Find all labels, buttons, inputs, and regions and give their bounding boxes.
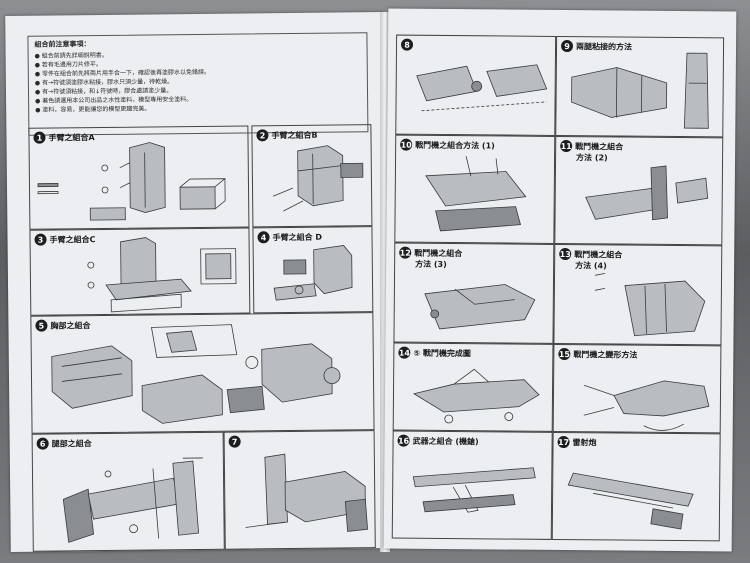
step-6-panel: 6 腿部之組合 — [31, 431, 225, 552]
arm-c-diagram — [87, 237, 237, 313]
step-14-panel: 14 ⑤ 戰鬥機完成圖 — [392, 342, 554, 432]
leg-bonding-diagram — [571, 52, 709, 129]
fighter-1-diagram — [425, 156, 527, 232]
step-5-panel: 5 胸部之組合 — [30, 312, 375, 434]
arm-d-diagram — [273, 245, 353, 301]
arm-b-diagram — [272, 145, 364, 212]
leg-diagram — [62, 457, 203, 543]
step-4-panel: 4 手臂之組合 D — [252, 226, 374, 314]
chest-diagram — [51, 324, 341, 424]
step-3-panel: 3 手臂之組合C — [29, 227, 251, 316]
step-15-panel: 15 戰鬥機之變形方法 — [552, 343, 722, 434]
step-16-panel: 16 武器之組合 (機鎗) — [391, 430, 553, 540]
step-1-panel: 1 手臂之組合A — [28, 125, 250, 230]
assembly-notes: 組合前注意事項： ● 組合前請先詳細說明書。 ● 若有毛邊用刀片修平。 ● 零件… — [27, 32, 369, 136]
step-11-panel: 11 戰鬥機之組合 方法 (2) — [554, 135, 724, 246]
step-7-panel: 7 — [223, 430, 376, 550]
step-2-panel: 2 手臂之組合B — [251, 124, 373, 228]
leg-assembly-diagram — [245, 453, 369, 532]
left-page: 組合前注意事項： ● 組合前請先詳細說明書。 ● 若有毛邊用刀片修平。 ● 零件… — [5, 12, 391, 552]
arm-a-diagram — [37, 142, 227, 221]
step-10-panel: 10 戰鬥機之組合方法 (1) — [394, 134, 556, 244]
step-13-panel: 13 戰鬥機之組合 方法 (4) — [553, 243, 723, 346]
step-17-panel: 17 雷射炮 — [551, 431, 721, 542]
step-12-panel: 12 戰鬥機之組合 方法 (3) — [393, 242, 555, 344]
fighter-complete-diagram — [412, 368, 540, 424]
fighter-transform-diagram — [583, 380, 710, 431]
fighter-2-diagram — [585, 165, 709, 221]
right-page: 8 9 兩腿粘接的方法 10 戰鬥機之組合方法 (1) 11 — [383, 8, 737, 552]
laser-cannon-diagram — [567, 472, 694, 530]
step-9-panel: 9 兩腿粘接的方法 — [555, 35, 725, 138]
leg-joint-diagram — [416, 64, 548, 112]
fighter-4-diagram — [594, 273, 706, 337]
gun-diagram — [412, 467, 536, 513]
fighter-3-diagram — [424, 284, 536, 330]
step-8-panel: 8 — [395, 34, 557, 136]
